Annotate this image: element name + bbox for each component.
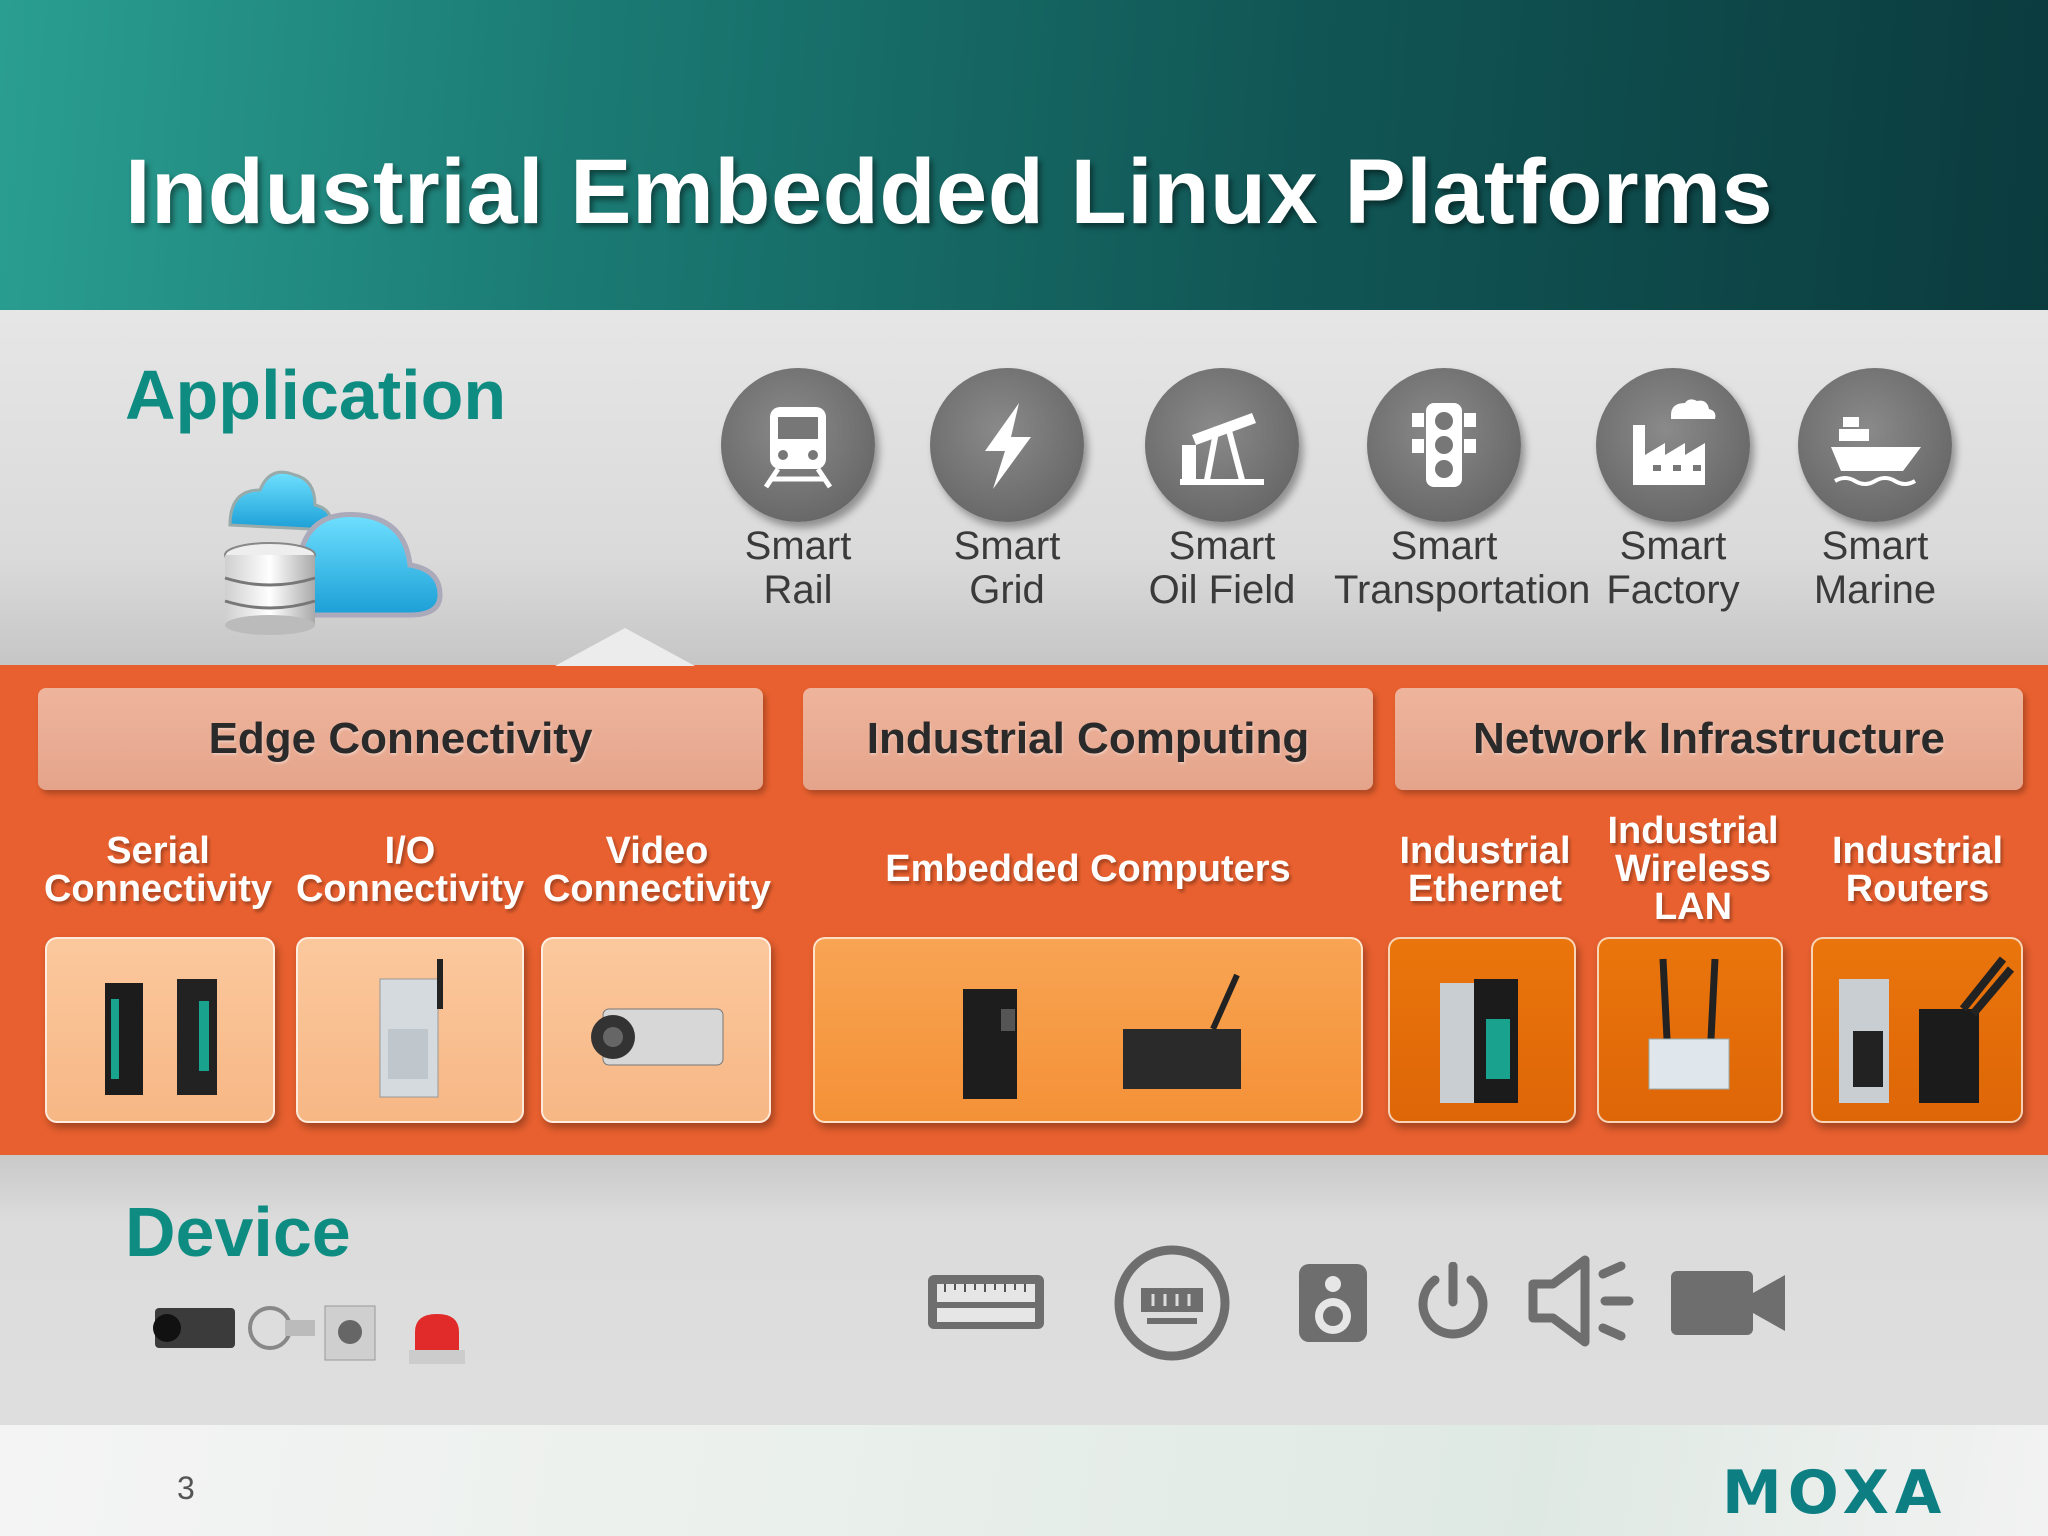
app-label: Smart Oil Field: [1148, 524, 1296, 612]
wireless-ap-image: [1648, 958, 1730, 1090]
product-box-video: [541, 937, 771, 1123]
sub-label-wlan: Industrial Wireless LAN: [1607, 810, 1779, 928]
app-smart-marine: Smart Marine: [1765, 368, 1985, 612]
title-banner: [0, 0, 2048, 310]
video-camera-icon: [1671, 1271, 1785, 1335]
traffic-light-icon: [1367, 368, 1521, 522]
page-number: 3: [177, 1470, 195, 1506]
slide-title: Industrial Embedded Linux Platforms: [125, 141, 1774, 243]
product-box-wlan: [1597, 937, 1783, 1123]
meter-icon: [1114, 1245, 1230, 1361]
video-server-image: [591, 1008, 724, 1066]
factory-icon: [1596, 368, 1750, 522]
app-label: Smart Factory: [1606, 524, 1740, 612]
sub-label-embedded: Embedded Computers: [885, 848, 1291, 890]
ruler-sensor-icon: [928, 1275, 1044, 1329]
app-label: Smart Marine: [1813, 524, 1937, 612]
ethernet-switch-image: [1440, 979, 1518, 1103]
train-icon: [721, 368, 875, 522]
sub-label-io: I/O Connectivity: [295, 830, 525, 910]
product-box-routers: [1811, 937, 2023, 1123]
lightning-icon: [930, 368, 1084, 522]
app-smart-grid: Smart Grid: [897, 368, 1117, 612]
speaker-icon: [1299, 1264, 1367, 1342]
product-box-serial: [45, 937, 275, 1123]
category-network-infrastructure: Network Infrastructure: [1395, 688, 2023, 790]
arrow-up: [555, 628, 695, 666]
category-edge-connectivity: Edge Connectivity: [38, 688, 763, 790]
app-label: Smart Grid: [953, 524, 1061, 612]
sub-label-video: Video Connectivity: [542, 830, 772, 910]
io-device-image: [379, 959, 443, 1098]
moxa-logo: MOXA: [1722, 1458, 1948, 1528]
power-icon: [1418, 1262, 1488, 1339]
sub-label-serial: Serial Connectivity: [43, 830, 273, 910]
device-photos: [153, 1305, 465, 1364]
cloud-database-icon: [224, 470, 443, 635]
app-smart-transportation: Smart Transportation: [1334, 368, 1591, 612]
app-smart-factory: Smart Factory: [1563, 368, 1783, 612]
product-box-ethernet: [1388, 937, 1576, 1123]
application-label: Application: [125, 356, 507, 434]
router-image: [1839, 956, 2015, 1103]
sub-label-ethernet: Industrial Ethernet: [1399, 830, 1571, 910]
app-smart-oil-field: Smart Oil Field: [1112, 368, 1332, 612]
device-label: Device: [125, 1193, 351, 1271]
app-smart-rail: Smart Rail: [688, 368, 908, 612]
sub-label-routers: Industrial Routers: [1831, 830, 2004, 910]
serial-device-image: [105, 979, 217, 1095]
app-label: Smart Transportation: [1334, 524, 1591, 612]
app-label: Smart Rail: [744, 524, 852, 612]
product-box-io: [296, 937, 524, 1123]
category-industrial-computing: Industrial Computing: [803, 688, 1373, 790]
footer: [0, 1425, 2048, 1536]
oil-pump-icon: [1145, 368, 1299, 522]
ship-icon: [1798, 368, 1952, 522]
audio-alarm-icon: [1528, 1255, 1634, 1347]
embedded-computer-image: [963, 973, 1241, 1099]
product-box-embedded: [813, 937, 1363, 1123]
